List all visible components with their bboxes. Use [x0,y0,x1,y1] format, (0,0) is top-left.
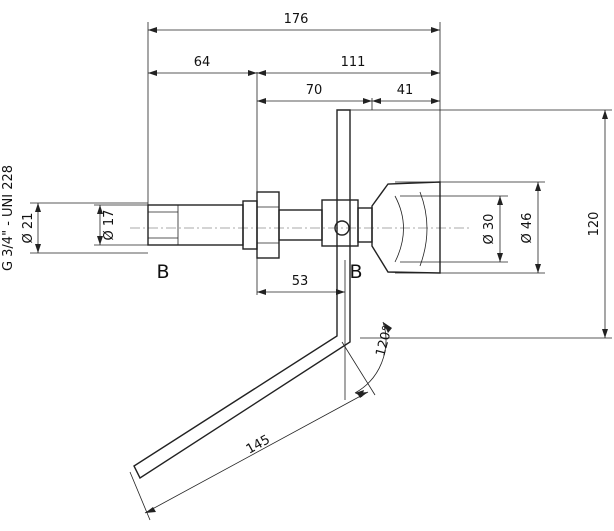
thread-spec: G 3/4" - UNI 228 [1,165,16,271]
dim-right-end: 41 [397,83,414,98]
extension-lines [30,22,612,521]
dim-lever-length: 145 [244,432,273,457]
section-label-right: B [349,261,362,283]
float [371,181,441,274]
dim-mid-section: 70 [306,83,323,98]
dimension-lines [35,27,608,514]
section-label-left: B [156,261,169,283]
lever-arm [133,109,351,480]
dim-float-neck: Ø 30 [482,214,497,245]
dim-inner-thread: Ø 17 [102,210,117,241]
dim-overall-length: 176 [284,12,309,27]
valve-body [147,191,373,259]
dim-outer-thread: Ø 21 [21,213,36,244]
dim-right-section: 111 [341,55,366,70]
dim-angle: 120° [373,324,396,358]
dim-to-axis: 53 [292,274,309,289]
dim-float-body: Ø 46 [520,213,535,244]
dim-height: 120 [587,212,602,237]
dim-left-section: 64 [194,55,211,70]
